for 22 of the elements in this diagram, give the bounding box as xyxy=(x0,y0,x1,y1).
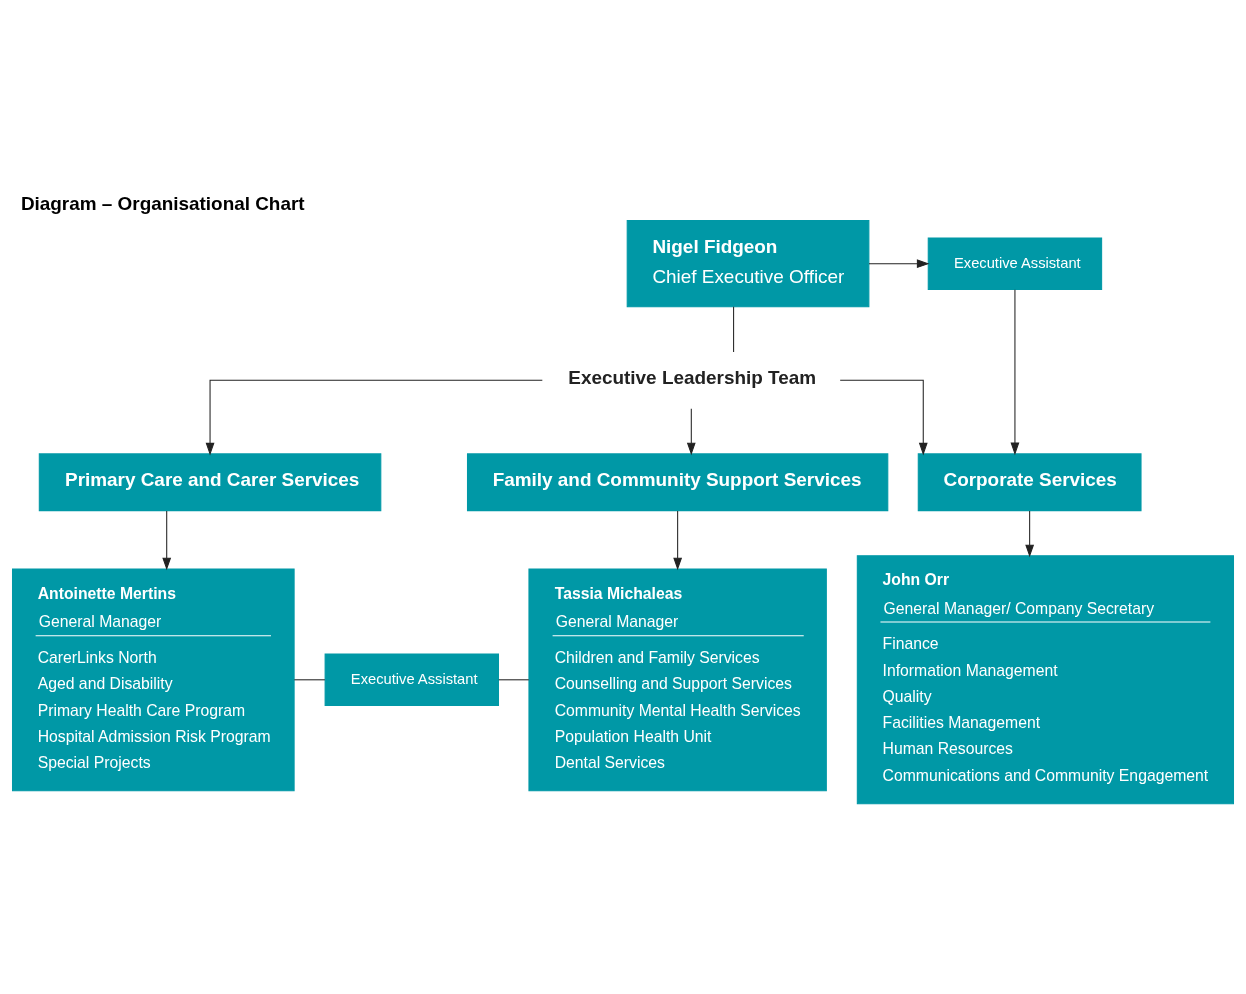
diagram-title: Diagram – Organisational Chart xyxy=(20,191,305,213)
arrow xyxy=(162,509,172,570)
node-box: Executive Assistant xyxy=(927,236,1103,290)
arrow xyxy=(673,509,683,570)
arrow xyxy=(1010,288,1020,455)
arrow xyxy=(205,379,543,455)
arrow xyxy=(839,379,928,455)
node-text: Executive Leadership Team xyxy=(568,366,816,388)
connector xyxy=(498,678,530,680)
node-box: Family and Community Support Services xyxy=(466,452,889,511)
arrow xyxy=(868,258,930,268)
node-box: Corporate Services xyxy=(917,452,1142,511)
node-box: Executive Assistant xyxy=(324,653,499,706)
node-box: Antoinette Mertins General Manager CarerLinks North Aged and Disability Primary Health Care Program Hospital Admission Risk Program Special Projects xyxy=(12,567,295,791)
arrow xyxy=(1025,509,1035,557)
node-box: Primary Care and Carer Services xyxy=(38,452,382,511)
node-box: John Orr General Manager/ Company Secretary Finance Information Management Quality Facilities Management Human Resources Communications and Community Engagement xyxy=(856,554,1234,804)
arrow xyxy=(686,407,696,455)
node-box: Nigel Fidgeon Chief Executive Officer xyxy=(626,219,870,307)
connector xyxy=(293,678,326,680)
node-box: Tassia Michaleas General Manager Children and Family Services Counselling and Support Services Community Mental Health Services Population Health Unit Dental Services xyxy=(528,567,827,791)
connector xyxy=(733,305,735,352)
